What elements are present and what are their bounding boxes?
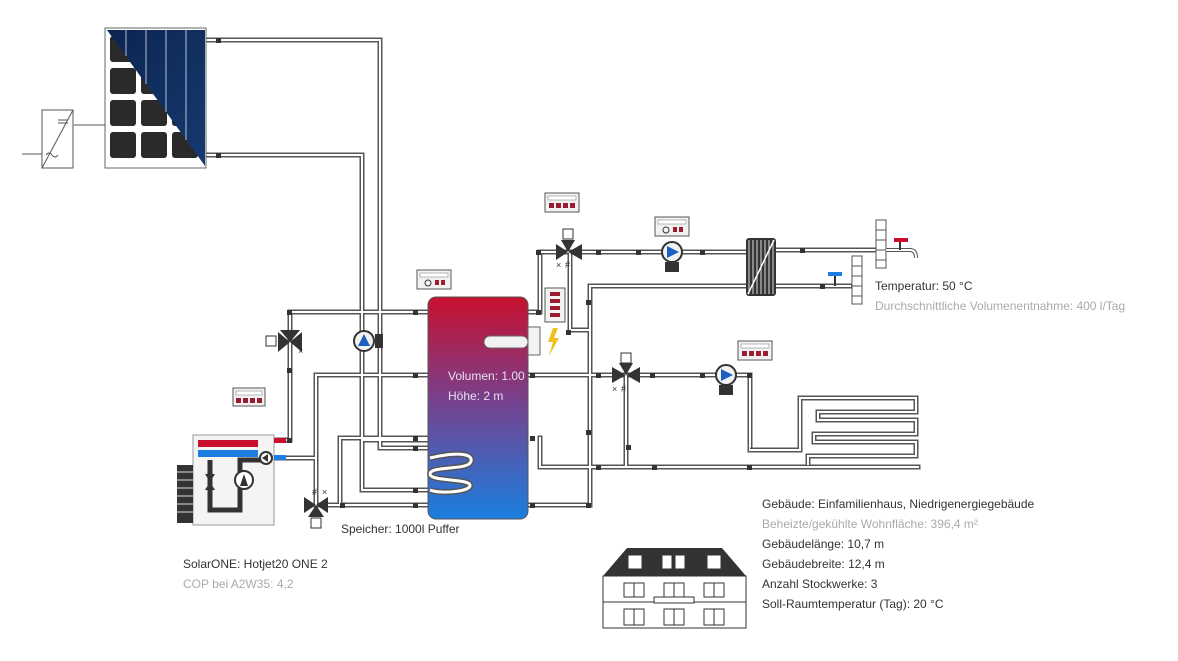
inverter-icon	[22, 109, 105, 169]
svg-text:#: #	[296, 334, 301, 344]
three-way-valve-icon: # ×	[265, 330, 303, 356]
storage-volume-label: Volumen: 1.00	[448, 369, 525, 383]
controller-icon	[544, 192, 580, 213]
three-way-valve-icon: × #	[612, 352, 640, 394]
controller-icon	[737, 340, 773, 361]
building-room-temp-label: Soll-Raumtemperatur (Tag): 20 °C	[762, 597, 944, 611]
three-way-valve-icon: # ×	[304, 487, 328, 529]
heat-pump-model-label: SolarONE: Hotjet20 ONE 2	[183, 557, 328, 571]
tap-icon	[828, 219, 918, 305]
electric-heater-icon	[527, 326, 559, 356]
svg-text:×: ×	[556, 260, 561, 270]
floor-heating-icon	[750, 395, 919, 465]
building-width-label: Gebäudebreite: 12,4 m	[762, 557, 885, 571]
building-length-label: Gebäudelänge: 10,7 m	[762, 537, 885, 551]
svg-text:×: ×	[298, 346, 303, 356]
building-area-label: Beheizte/gekühlte Wohnfläche: 396,4 m²	[762, 517, 978, 531]
svg-text:#: #	[312, 487, 317, 497]
heat-pump-icon	[177, 434, 286, 526]
heat-pump-cop-label: COP bei A2W35: 4,2	[183, 577, 294, 591]
dhw-temperature-label: Temperatur: 50 °C	[875, 279, 973, 293]
house-icon	[602, 548, 747, 629]
heat-exchanger-icon	[746, 238, 776, 296]
controller-icon	[544, 287, 566, 323]
controller-icon	[232, 387, 266, 407]
three-way-valve-icon: × #	[556, 228, 582, 270]
building-type-label: Gebäude: Einfamilienhaus, Niedrigenergie…	[762, 497, 1035, 511]
storage-height-label: Höhe: 2 m	[448, 389, 504, 403]
pump-icon	[715, 364, 737, 395]
building-floors-label: Anzahl Stockwerke: 3	[762, 577, 878, 591]
svg-text:×: ×	[612, 384, 617, 394]
svg-text:×: ×	[322, 487, 327, 497]
controller-icon	[416, 269, 452, 290]
pump-icon	[353, 330, 383, 352]
pump-icon	[661, 241, 683, 272]
svg-text:#: #	[621, 384, 626, 394]
pipe-network	[203, 37, 921, 508]
svg-text:#: #	[565, 260, 570, 270]
controller-icon	[654, 216, 690, 237]
dhw-consumption-label: Durchschnittliche Volumenentnahme: 400 l…	[875, 299, 1126, 313]
pv-panel-icon	[104, 27, 207, 169]
buffer-tank-icon	[426, 296, 529, 520]
storage-label: Speicher: 1000l Puffer	[341, 522, 460, 536]
